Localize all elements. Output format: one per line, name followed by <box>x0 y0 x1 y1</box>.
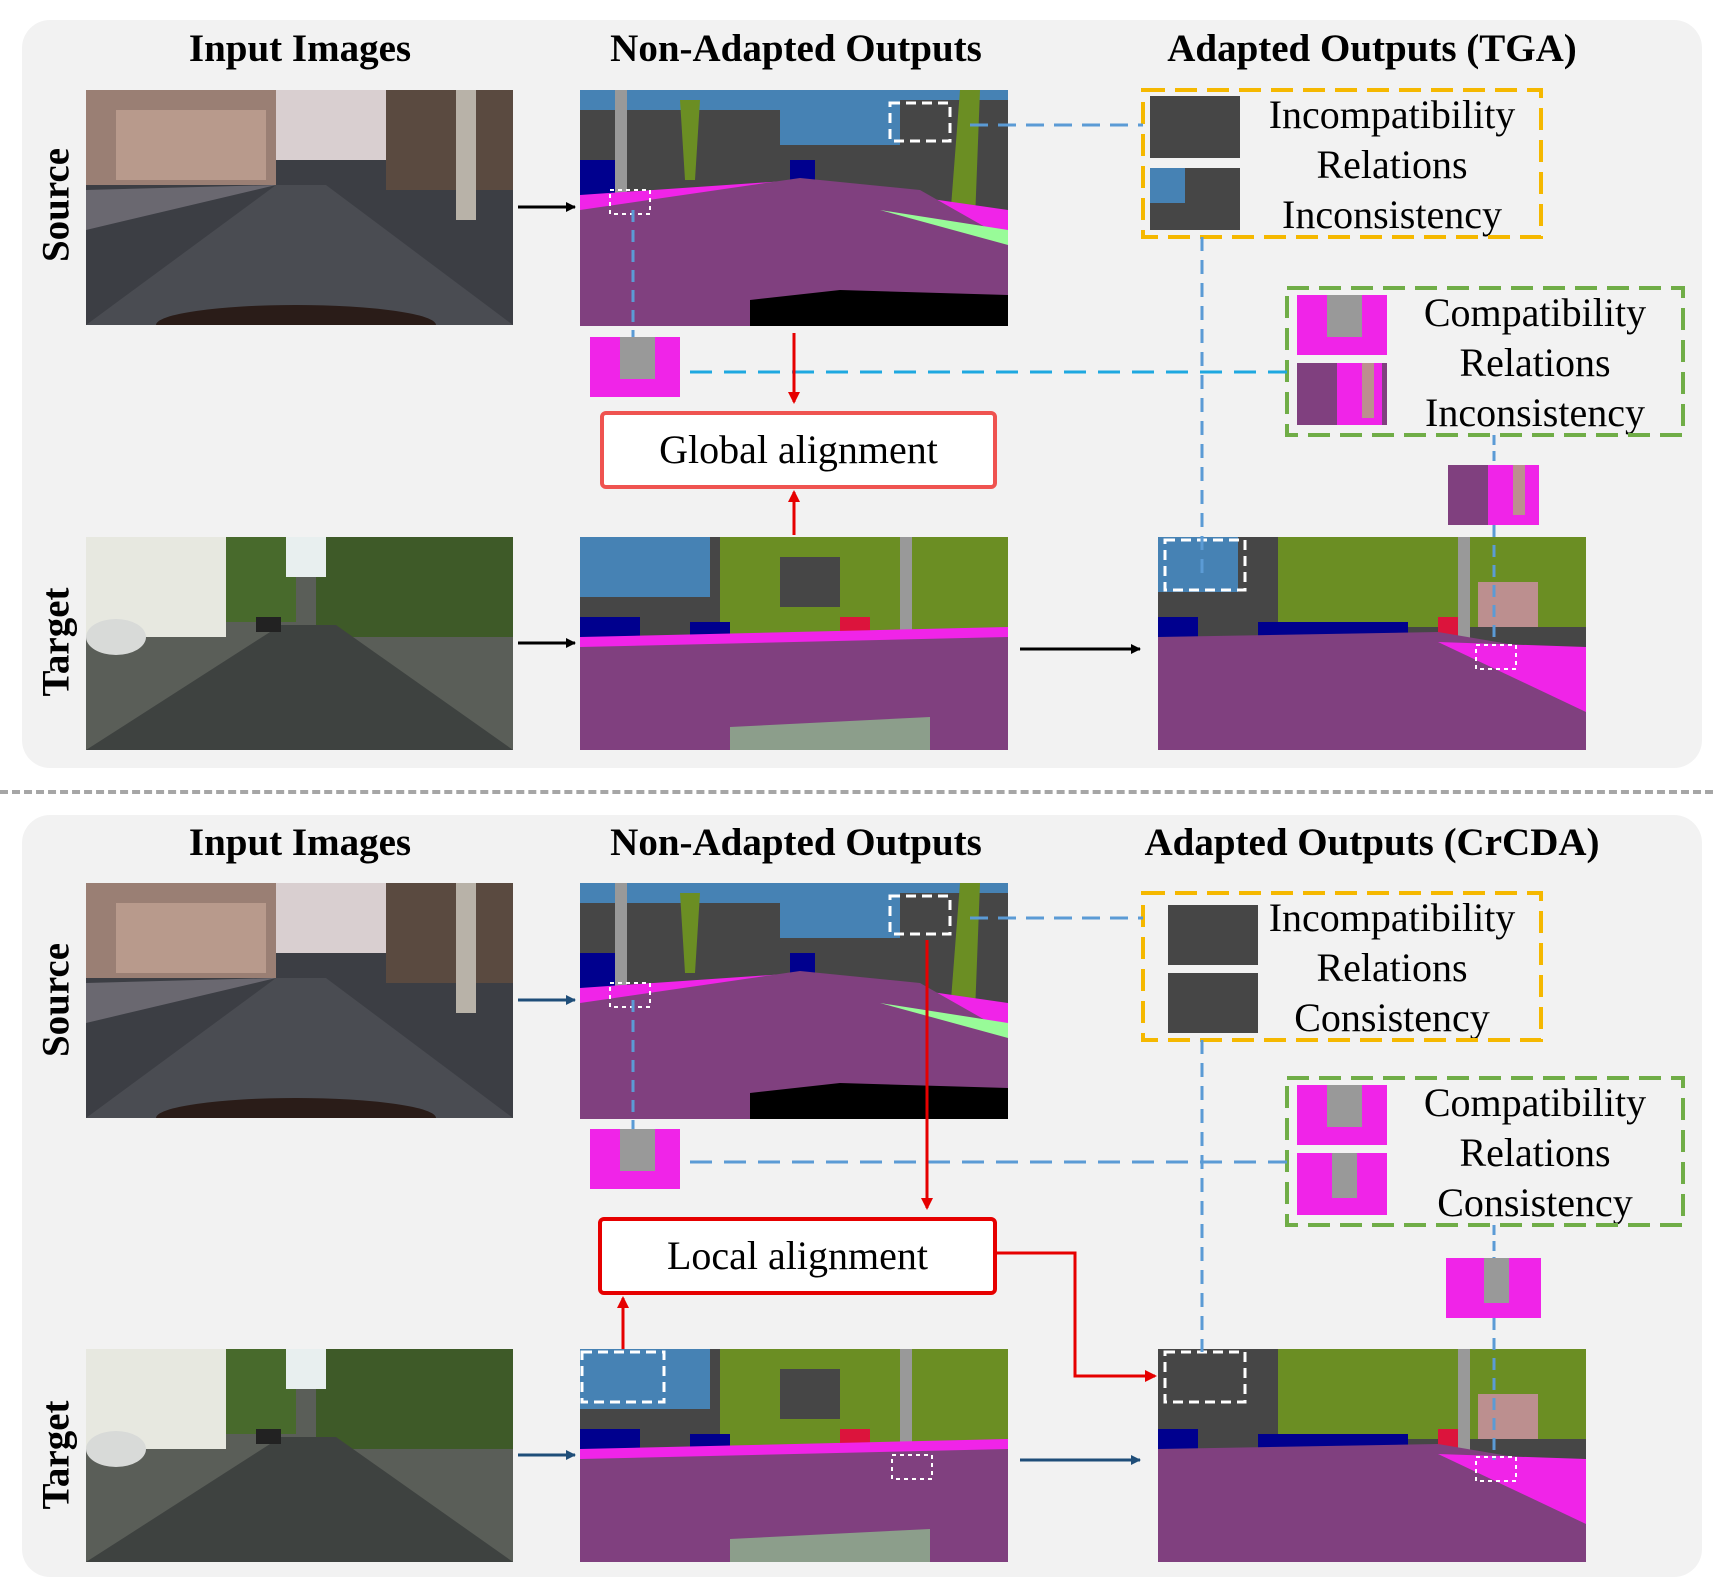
incompat-line2: Relations <box>1316 142 1468 187</box>
row-label-source: Source <box>34 147 78 263</box>
compat-patches-tga <box>1297 295 1387 425</box>
incompat-line2-bottom: Relations <box>1316 945 1468 990</box>
source-patch-thumbnail <box>590 337 680 397</box>
incompat-box-text-crcda: Incompatibility Relations Consistency <box>1262 893 1522 1043</box>
target-input-image-bottom <box>86 1349 513 1562</box>
compat-line1: Compatibility <box>1423 290 1647 335</box>
source-non-adapted-output <box>580 90 1008 326</box>
target-non-adapted-output-bottom <box>580 1349 1008 1562</box>
local-alignment-box: Local alignment <box>598 1217 997 1295</box>
header-input-images-bottom: Input Images <box>188 821 412 864</box>
compat-line3: Inconsistency <box>1425 390 1645 435</box>
incompat-box-text-tga: Incompatibility Relations Inconsistency <box>1262 90 1522 240</box>
source-non-adapted-output-bottom <box>580 883 1008 1119</box>
incompat-line1-bottom: Incompatibility <box>1268 895 1516 940</box>
compat-box-text-tga: Compatibility Relations Inconsistency <box>1405 288 1665 438</box>
incompat-line3-bottom: Consistency <box>1294 995 1490 1040</box>
incompat-patches-tga <box>1150 96 1240 230</box>
target-adapted-output-crcda <box>1158 1349 1586 1562</box>
row-label-source-bottom: Source <box>34 942 78 1058</box>
incompat-patches-crcda <box>1168 905 1258 1033</box>
target-non-adapted-output <box>580 537 1008 750</box>
header-non-adapted: Non-Adapted Outputs <box>610 27 982 70</box>
incompat-line1: Incompatibility <box>1268 92 1516 137</box>
header-adapted-crcda: Adapted Outputs (CrCDA) <box>1144 821 1600 864</box>
row-label-target-bottom: Target <box>34 1400 78 1510</box>
header-adapted-tga: Adapted Outputs (TGA) <box>1167 27 1577 70</box>
source-patch-thumbnail-bottom <box>590 1129 680 1189</box>
compat-line2: Relations <box>1459 340 1611 385</box>
compat-patches-crcda <box>1297 1085 1387 1215</box>
compat-line1-bottom: Compatibility <box>1423 1080 1647 1125</box>
compat-line3-bottom: Consistency <box>1437 1180 1633 1225</box>
row-label-target: Target <box>34 587 78 697</box>
target-adapted-output-tga <box>1158 537 1586 750</box>
section-divider <box>0 790 1713 794</box>
header-non-adapted-bottom: Non-Adapted Outputs <box>610 821 982 864</box>
global-alignment-box: Global alignment <box>600 411 997 489</box>
source-input-image <box>86 90 513 325</box>
target-patch-thumbnail-tga <box>1448 465 1539 525</box>
source-input-image-bottom <box>86 883 513 1118</box>
compat-box-text-crcda: Compatibility Relations Consistency <box>1405 1078 1665 1228</box>
incompat-line3: Inconsistency <box>1282 192 1502 237</box>
header-input-images: Input Images <box>188 27 412 70</box>
compat-line2-bottom: Relations <box>1459 1130 1611 1175</box>
target-input-image <box>86 537 513 750</box>
target-patch-thumbnail-crcda <box>1446 1258 1541 1318</box>
